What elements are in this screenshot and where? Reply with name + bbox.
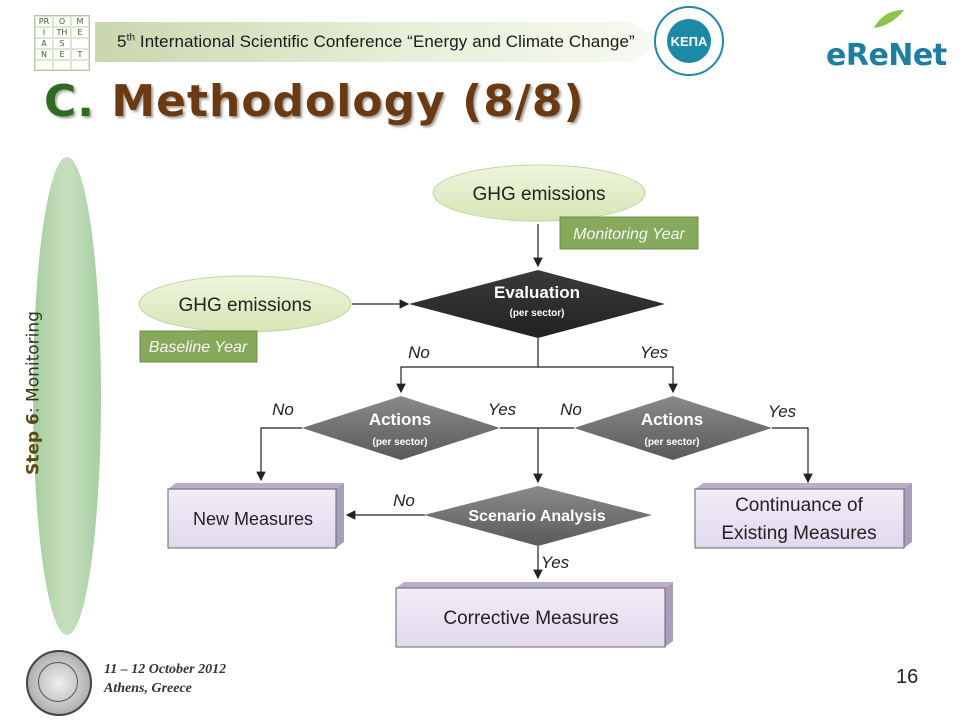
kepa-logo [654, 6, 724, 76]
logo-cell: M [71, 16, 89, 27]
evaluation-diamond [409, 270, 665, 338]
arrow-actions-left-yes [500, 427, 543, 484]
kepa-logo-label: ΚΕΠΑ [667, 19, 711, 63]
arrow-actions-left-no [256, 427, 302, 482]
scenario-yes-label: Yes [541, 553, 570, 572]
actions-left-diamond [302, 396, 500, 460]
logo-cell [53, 60, 71, 70]
ghg-emissions-monitoring-node [432, 164, 646, 222]
event-date: 11 – 12 October 2012 [104, 662, 227, 677]
banner-prefix: 5 [117, 32, 127, 51]
conference-title: 5th International Scientific Conference … [117, 32, 635, 52]
arrow-evaluation-yes [538, 366, 678, 394]
erenet-logo: eReNet [826, 38, 947, 73]
logo-cell: E [53, 49, 71, 60]
actions-left-yes-label: Yes [488, 400, 517, 419]
step-oval [33, 157, 101, 635]
conference-banner: 5th International Scientific Conference … [95, 22, 665, 62]
arrow-evaluation-no [396, 338, 539, 394]
banner-sup: th [126, 32, 136, 44]
logo-cell: PR [35, 16, 53, 27]
connectors [256, 224, 813, 580]
continuance-label-2: Existing Measures [721, 523, 876, 544]
new-measures-label: New Measures [193, 509, 313, 529]
actions-right-sub: (per sector) [644, 437, 699, 448]
evaluation-yes-label: Yes [640, 343, 669, 362]
logo-cell [71, 60, 89, 70]
logo-cell: I [35, 27, 53, 38]
event-info: 11 – 12 October 2012 Athens, Greece [104, 660, 226, 698]
logo-cell: E [71, 27, 89, 38]
continuance-box: Continuance of Existing Measures [694, 483, 912, 549]
title-text: Methodology (8/8) [95, 76, 585, 127]
logo-cell: S [53, 38, 71, 49]
actions-right-no-label: No [560, 400, 582, 419]
logo-cell [71, 38, 89, 49]
actions-right-yes-label: Yes [768, 402, 797, 421]
logo-cell: N [35, 49, 53, 60]
corrective-label: Corrective Measures [443, 608, 618, 629]
page-number: 16 [896, 666, 919, 688]
evaluation-label: Evaluation [494, 283, 580, 302]
new-measures-box: New Measures [167, 483, 344, 549]
title-prefix: C. [44, 76, 96, 127]
logo-cell: O [53, 16, 71, 27]
university-seal-inner [38, 662, 78, 702]
banner-text: International Scientific Conference “Ene… [135, 32, 635, 51]
event-location: Athens, Greece [104, 681, 192, 696]
scenario-label: Scenario Analysis [468, 508, 605, 525]
monitoring-year-label: Monitoring Year [573, 226, 685, 243]
baseline-year-label: Baseline Year [149, 339, 248, 356]
evaluation-sub: (per sector) [509, 308, 564, 319]
scenario-analysis-diamond [424, 486, 652, 546]
logo-cell: T [71, 49, 89, 60]
baseline-year-tag [139, 330, 258, 363]
ghg-left-label: GHG emissions [178, 295, 311, 316]
continuance-label-1: Continuance of [735, 495, 864, 516]
actions-left-label: Actions [369, 410, 431, 429]
arrow-actions-right-yes [772, 427, 813, 484]
actions-left-no-label: No [272, 400, 294, 419]
actions-left-sub: (per sector) [372, 437, 427, 448]
corrective-measures-box: Corrective Measures [395, 582, 673, 648]
monitoring-year-tag [559, 216, 699, 250]
logo-cell: A [35, 38, 53, 49]
ghg-top-label: GHG emissions [472, 184, 605, 205]
scenario-no-label: No [393, 491, 415, 510]
actions-right-label: Actions [641, 410, 703, 429]
logo-cell: TH [53, 27, 71, 38]
slide-title: C. Methodology (8/8) [44, 76, 585, 127]
promithease-logo: PR O M I TH E A S N E T [34, 15, 90, 71]
logo-cell [35, 60, 53, 70]
evaluation-no-label: No [408, 343, 430, 362]
leaf-icon [874, 10, 904, 28]
actions-right-diamond [574, 396, 772, 460]
